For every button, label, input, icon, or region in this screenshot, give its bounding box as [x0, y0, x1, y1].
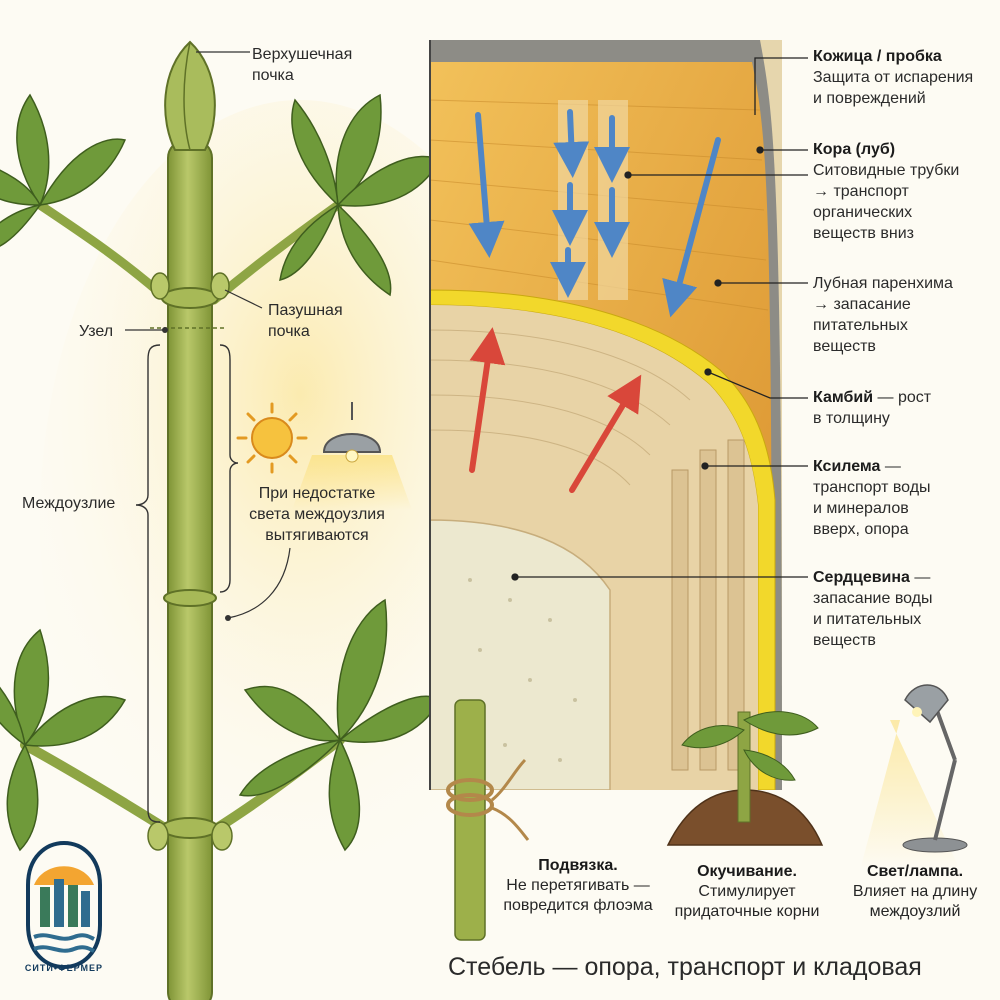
brand-name: СИТИ•ФЕРМЕР [24, 963, 104, 973]
layer-line: органических [813, 204, 913, 221]
label-axillary-bud-line1: Пазушная [268, 302, 343, 319]
hilling-illustration [666, 711, 824, 846]
label-light-note: При недостатке света междоузлия вытягива… [232, 483, 402, 546]
tip-line: придаточные корни [674, 903, 820, 920]
tip-hilling: Окучивание. Стимулирует придаточные корн… [662, 862, 832, 922]
label-apical-bud: Верхушечная почка [252, 44, 352, 86]
layer-line: питательных [813, 317, 908, 334]
apical-bud [164, 40, 216, 151]
layer-dash-cambium: — рост [873, 389, 932, 406]
layer-line: и питательных [813, 611, 922, 628]
axillary-bud-right [210, 272, 230, 300]
tip-title: Свет/лампа. [866, 863, 964, 880]
phloem-arrow-down [468, 112, 505, 258]
layer-line: веществ [813, 632, 876, 649]
page-title: Стебель — опора, транспорт и кладовая [448, 953, 922, 981]
layer-title-xylem: Ксилема [813, 458, 881, 475]
light-note-line1: При недостатке [258, 485, 376, 502]
xylem-arrow-up [469, 327, 506, 473]
layer-line: → транспорт [813, 183, 909, 200]
label-apical-bud-line1: Верхушечная [252, 46, 353, 63]
axillary-bud-left [150, 272, 170, 300]
layer-label-phloem-parenchyma: Лубная паренхима → запасание питательных… [813, 273, 953, 357]
layer-line: Защита от испарения [813, 69, 974, 86]
brand-logo [26, 840, 102, 970]
label-axillary-bud-line2: почка [268, 323, 310, 340]
internode-bracket [135, 344, 161, 823]
leaf-cluster-upper-right [279, 93, 442, 297]
lamp-icon [292, 402, 412, 510]
label-internode: Междоузлие [22, 495, 116, 512]
tip-line: Не перетягивать — [506, 877, 650, 894]
tip-tie: Подвязка. Не перетягивать — повредится ф… [488, 856, 668, 916]
sun-icon [236, 402, 308, 474]
layer-title-epidermis: Кожица / пробка [813, 48, 942, 65]
tip-line: Влияет на длину [852, 883, 978, 900]
label-axillary-bud: Пазушная почка [268, 300, 343, 342]
layer-title-bark: Кора (луб) [813, 141, 896, 158]
leaf-cluster-lower-left [0, 628, 127, 852]
layer-line: веществ [813, 338, 876, 355]
layer-line: → запасание [813, 296, 911, 313]
desk-lamp-illustration [860, 684, 968, 870]
cross-section [430, 40, 782, 790]
label-apical-bud-line2: почка [252, 67, 294, 84]
layer-line: в толщину [813, 410, 890, 427]
tie-illustration [446, 699, 530, 941]
layer-title-pith: Сердцевина [813, 569, 910, 586]
layer-line: Ситовидные трубки [813, 162, 960, 179]
layer-label-bark: Кора (луб) Ситовидные трубки → транспорт… [813, 139, 959, 244]
plant-illustration [0, 40, 442, 1000]
light-note-line2: света междоузлия [249, 506, 385, 523]
leaf-cluster-upper-left [0, 93, 127, 247]
tip-line: повредится флоэма [503, 897, 653, 914]
layer-line: запасание воды [813, 590, 933, 607]
tip-line: Стимулирует [698, 883, 796, 900]
layer-label-pith: Сердцевина — запасание воды и питательны… [813, 567, 933, 651]
layer-line: Лубная паренхима [813, 275, 953, 292]
layer-line: и минералов [813, 500, 909, 517]
layer-line: и повреждений [813, 90, 926, 107]
tip-title: Подвязка. [538, 857, 618, 874]
light-note-line3: вытягиваются [265, 527, 369, 544]
tip-line: междоузлий [869, 903, 961, 920]
layer-dash-pith: — [909, 569, 931, 586]
layer-title-cambium: Камбий [813, 389, 874, 406]
layer-label-epidermis: Кожица / пробка Защита от испарения и по… [813, 46, 973, 109]
layer-line: транспорт воды [813, 479, 931, 496]
tip-title: Окучивание. [697, 863, 797, 880]
layer-label-cambium: Камбий — рост в толщину [813, 387, 931, 429]
tip-light: Свет/лампа. Влияет на длину междоузлий [840, 862, 990, 922]
label-node: Узел [79, 323, 114, 340]
layer-leaders [511, 57, 808, 581]
layer-label-xylem: Ксилема — транспорт воды и минералов вве… [813, 456, 931, 540]
layer-line: веществ вниз [813, 225, 914, 242]
layer-dash-xylem: — [880, 458, 901, 475]
layer-line: вверх, опора [813, 521, 909, 538]
